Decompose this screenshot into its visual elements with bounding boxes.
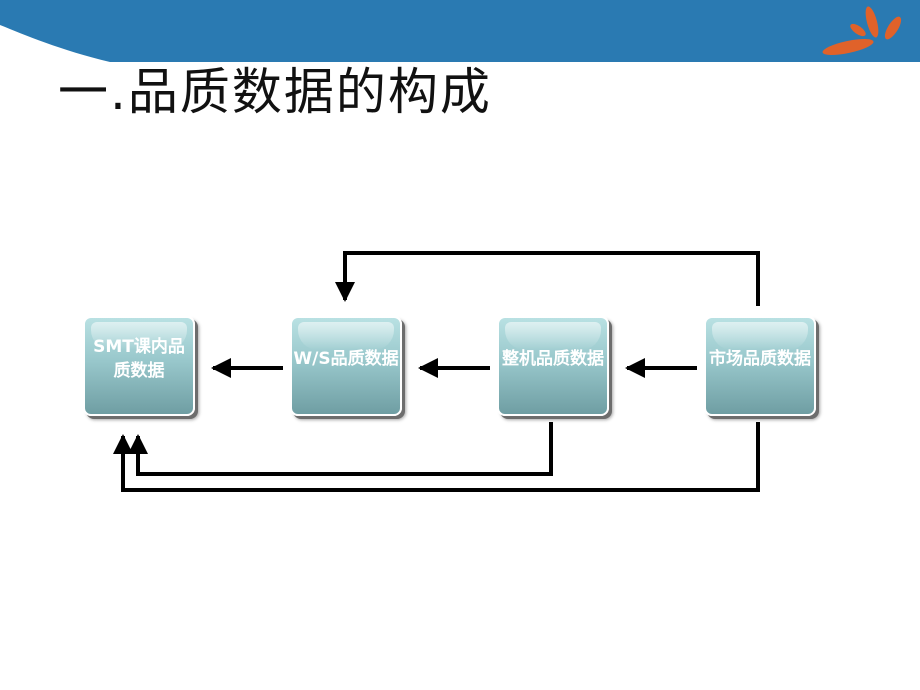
- node-market: 市场品质数据: [704, 316, 816, 416]
- node-assembly: 整机品质数据: [497, 316, 609, 416]
- header-swoosh: [0, 0, 920, 62]
- slide-title: 一.品质数据的构成: [58, 63, 492, 121]
- arrow-market-to-smt: [113, 422, 760, 492]
- node-label-smt: SMT课内品质数据: [93, 337, 185, 381]
- node-ws: W/S品质数据: [290, 316, 402, 416]
- node-label-assembly: 整机品质数据: [502, 349, 604, 369]
- arrow-market-to-ws: [335, 251, 760, 306]
- arrow-assembly-to-smt: [128, 422, 553, 476]
- logo-icon: [822, 6, 902, 55]
- node-label-market: 市场品质数据: [709, 349, 811, 369]
- header-band: [0, 0, 920, 62]
- node-label-ws: W/S品质数据: [293, 349, 399, 369]
- node-smt: SMT课内品质数据: [83, 316, 195, 416]
